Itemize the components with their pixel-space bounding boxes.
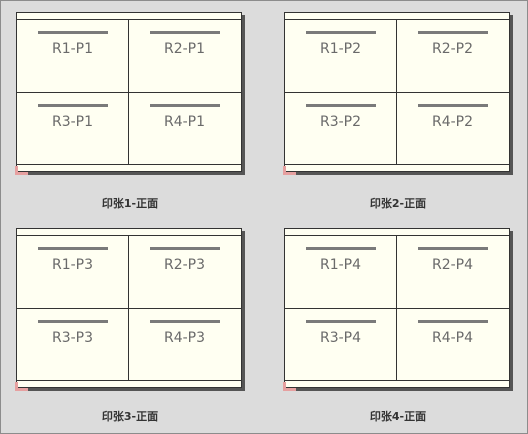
corner-mark-icon bbox=[15, 382, 28, 391]
page-label: R4-P4 bbox=[431, 330, 474, 346]
corner-mark-icon bbox=[283, 382, 296, 391]
page-header-bar bbox=[38, 247, 108, 250]
page-label: R1-P2 bbox=[319, 41, 362, 57]
page-header-bar bbox=[306, 104, 376, 107]
page-header-bar bbox=[418, 247, 488, 250]
page-header-bar bbox=[38, 31, 108, 34]
sheet-horizontal-divider bbox=[285, 308, 509, 309]
sheet-top-margin bbox=[285, 13, 509, 20]
page-cell: R4-P2 bbox=[397, 93, 508, 165]
page-label: R3-P4 bbox=[319, 330, 362, 346]
page-header-bar bbox=[418, 31, 488, 34]
sheet-paper: R1-P4 R2-P4 R3-P4 R4-P4 bbox=[284, 228, 510, 388]
sheet-caption: 印张2-正面 bbox=[369, 197, 427, 210]
sheet-caption: 印张3-正面 bbox=[101, 410, 159, 423]
page-cell: R2-P4 bbox=[397, 236, 508, 308]
page-header-bar bbox=[150, 247, 220, 250]
sheet-horizontal-divider bbox=[17, 92, 241, 93]
sheet-top-margin bbox=[17, 229, 241, 236]
page-label: R2-P2 bbox=[431, 41, 474, 57]
page-cell: R2-P1 bbox=[129, 20, 240, 92]
page-header-bar bbox=[306, 247, 376, 250]
page-header-bar bbox=[306, 320, 376, 323]
sheet-bottom-margin bbox=[17, 164, 241, 171]
sheet-top-margin bbox=[17, 13, 241, 20]
page-header-bar bbox=[306, 31, 376, 34]
page-cell: R1-P2 bbox=[285, 20, 396, 92]
page-cell: R3-P1 bbox=[17, 93, 128, 165]
page-cell: R3-P3 bbox=[17, 309, 128, 381]
page-header-bar bbox=[38, 104, 108, 107]
page-cell: R1-P3 bbox=[17, 236, 128, 308]
sheet-paper: R1-P1 R2-P1 R3-P1 R4-P1 bbox=[16, 12, 242, 172]
sheet-horizontal-divider bbox=[17, 308, 241, 309]
page-cell: R2-P2 bbox=[397, 20, 508, 92]
sheet-1: R1-P1 R2-P1 R3-P1 R4-P1 bbox=[15, 12, 245, 175]
page-cell: R3-P2 bbox=[285, 93, 396, 165]
sheet-top-margin bbox=[285, 229, 509, 236]
page-header-bar bbox=[418, 320, 488, 323]
page-label: R2-P3 bbox=[163, 257, 206, 273]
sheet-bottom-margin bbox=[17, 380, 241, 387]
page-header-bar bbox=[150, 320, 220, 323]
sheet-horizontal-divider bbox=[285, 92, 509, 93]
sheet-paper: R1-P2 R2-P2 R3-P2 R4-P2 bbox=[284, 12, 510, 172]
page-cell: R4-P3 bbox=[129, 309, 240, 381]
sheet-caption: 印张4-正面 bbox=[369, 410, 427, 423]
page-label: R3-P2 bbox=[319, 114, 362, 130]
corner-mark-icon bbox=[15, 166, 28, 175]
page-cell: R2-P3 bbox=[129, 236, 240, 308]
page-label: R3-P3 bbox=[51, 330, 94, 346]
page-cell: R4-P4 bbox=[397, 309, 508, 381]
page-label: R4-P2 bbox=[431, 114, 474, 130]
page-label: R2-P4 bbox=[431, 257, 474, 273]
sheet-caption: 印张1-正面 bbox=[101, 197, 159, 210]
sheet-4: R1-P4 R2-P4 R3-P4 R4-P4 bbox=[283, 228, 513, 391]
page-label: R1-P4 bbox=[319, 257, 362, 273]
sheet-bottom-margin bbox=[285, 164, 509, 171]
page-cell: R3-P4 bbox=[285, 309, 396, 381]
page-cell: R4-P1 bbox=[129, 93, 240, 165]
corner-mark-icon bbox=[283, 166, 296, 175]
page-header-bar bbox=[150, 31, 220, 34]
page-cell: R1-P4 bbox=[285, 236, 396, 308]
page-label: R1-P1 bbox=[51, 41, 94, 57]
page-header-bar bbox=[418, 104, 488, 107]
sheet-2: R1-P2 R2-P2 R3-P2 R4-P2 bbox=[283, 12, 513, 175]
page-label: R3-P1 bbox=[51, 114, 94, 130]
page-cell: R1-P1 bbox=[17, 20, 128, 92]
page-label: R2-P1 bbox=[163, 41, 206, 57]
page-label: R4-P1 bbox=[163, 114, 206, 130]
page-label: R1-P3 bbox=[51, 257, 94, 273]
sheet-bottom-margin bbox=[285, 380, 509, 387]
page-header-bar bbox=[38, 320, 108, 323]
page-label: R4-P3 bbox=[163, 330, 206, 346]
page-header-bar bbox=[150, 104, 220, 107]
sheet-paper: R1-P3 R2-P3 R3-P3 R4-P3 bbox=[16, 228, 242, 388]
sheet-3: R1-P3 R2-P3 R3-P3 R4-P3 bbox=[15, 228, 245, 391]
